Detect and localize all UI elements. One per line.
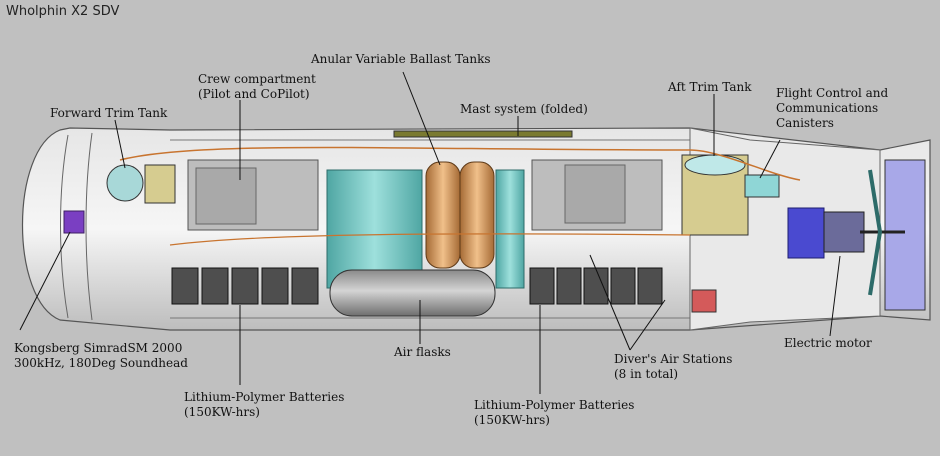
propeller	[868, 169, 883, 296]
aft-red-tank	[691, 289, 717, 313]
label-flight-control: Flight Control and Communications Canist…	[776, 86, 888, 131]
label-battery-fwd-line1: Lithium-Polymer Batteries	[184, 390, 345, 404]
ballast-tank-forward	[326, 169, 423, 289]
label-soundhead-line2: 300kHz, 180Deg Soundhead	[14, 356, 188, 370]
motor-housing	[787, 207, 825, 259]
label-battery-aft-line2: (150KW-hrs)	[474, 413, 550, 427]
ballast-tank-aft	[495, 169, 525, 289]
label-battery-aft-line1: Lithium-Polymer Batteries	[474, 398, 635, 412]
air-flask	[329, 269, 496, 317]
piping	[169, 233, 691, 246]
label-crew-compartment: Crew compartment (Pilot and CoPilot)	[198, 72, 316, 102]
aft-seat	[564, 164, 626, 224]
soundhead	[63, 210, 85, 234]
label-flight-line1: Flight Control and	[776, 86, 889, 100]
label-diver-line1: Diver's Air Stations	[614, 352, 733, 366]
aft-trim-tank-top	[684, 154, 746, 176]
mast-tank	[459, 161, 495, 269]
label-divers-air-stations: Diver's Air Stations (8 in total)	[614, 352, 732, 382]
label-battery-forward: Lithium-Polymer Batteries (150KW-hrs)	[184, 390, 344, 420]
label-battery-fwd-line2: (150KW-hrs)	[184, 405, 260, 419]
flight-control-canister	[744, 174, 780, 198]
tail-fin	[884, 159, 926, 311]
battery-bank-forward	[171, 267, 319, 305]
diagram-title: Wholphin X2 SDV	[6, 4, 120, 19]
nose-ring	[60, 134, 69, 319]
nose-ring	[85, 132, 93, 321]
forward-trim-tank	[106, 164, 144, 202]
crew-seat	[195, 167, 257, 225]
label-battery-aft: Lithium-Polymer Batteries (150KW-hrs)	[474, 398, 634, 428]
label-electric-motor: Electric motor	[784, 336, 872, 350]
label-ballast-tanks: Anular Variable Ballast Tanks	[311, 52, 491, 66]
label-crew-line2: (Pilot and CoPilot)	[198, 87, 310, 101]
battery-bank-aft	[529, 267, 663, 305]
label-flight-line2: Communications	[776, 101, 879, 115]
label-aft-trim-tank: Aft Trim Tank	[668, 80, 752, 94]
leader-lines	[19, 71, 841, 394]
label-crew-line1: Crew compartment	[198, 72, 316, 86]
electric-motor	[823, 211, 865, 253]
label-air-flasks: Air flasks	[394, 345, 451, 359]
mast-tank	[425, 161, 461, 269]
label-mast-system: Mast system (folded)	[460, 102, 588, 116]
label-soundhead: Kongsberg SimradSM 2000 300kHz, 180Deg S…	[14, 341, 188, 371]
label-flight-line3: Canisters	[776, 116, 834, 130]
label-diver-line2: (8 in total)	[614, 367, 679, 381]
piping	[119, 146, 801, 181]
label-forward-trim-tank: Forward Trim Tank	[50, 106, 168, 120]
label-soundhead-line1: Kongsberg SimradSM 2000	[14, 341, 183, 355]
mast-system	[393, 130, 573, 138]
trim-pump	[144, 164, 176, 204]
